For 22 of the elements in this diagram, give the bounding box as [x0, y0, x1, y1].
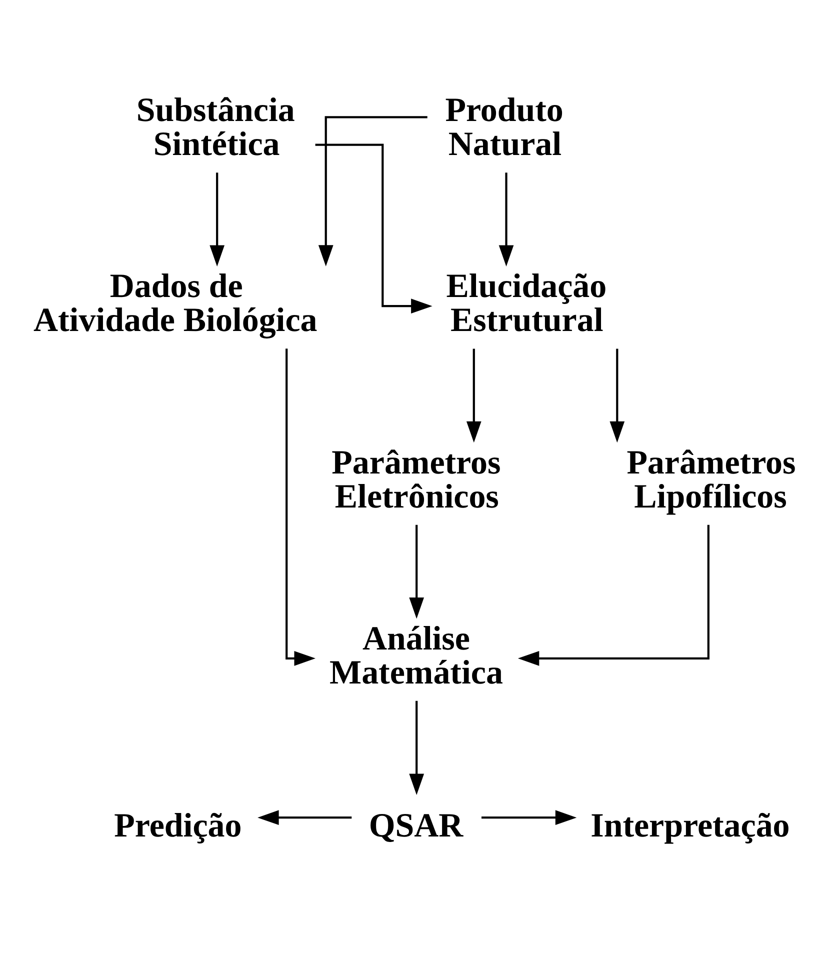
arrow — [466, 348, 482, 442]
node-text: Predição — [114, 806, 242, 844]
node-text: QSAR — [368, 806, 464, 844]
node-text: Análise Matemática — [330, 620, 503, 691]
arrow — [286, 348, 316, 666]
arrow — [610, 348, 625, 442]
node-text: Produto Natural — [445, 92, 564, 162]
arrow — [409, 700, 424, 795]
arrow — [210, 172, 225, 266]
arrow — [518, 524, 710, 666]
node-text: Dados de Atividade Biológica — [34, 268, 318, 339]
node-text: Elucidação Estrutural — [446, 268, 607, 339]
arrow — [498, 172, 514, 266]
arrow — [315, 143, 432, 314]
node-text: Interpretação — [590, 806, 790, 844]
node-text: Parâmetros Lipofílicos — [626, 444, 796, 515]
arrow — [258, 810, 352, 824]
node-text: Parâmetros Eletrônicos — [332, 444, 501, 515]
arrow — [318, 116, 428, 266]
node-text: Substância Sintética — [136, 92, 295, 162]
arrow — [409, 524, 424, 618]
arrow — [481, 810, 577, 824]
